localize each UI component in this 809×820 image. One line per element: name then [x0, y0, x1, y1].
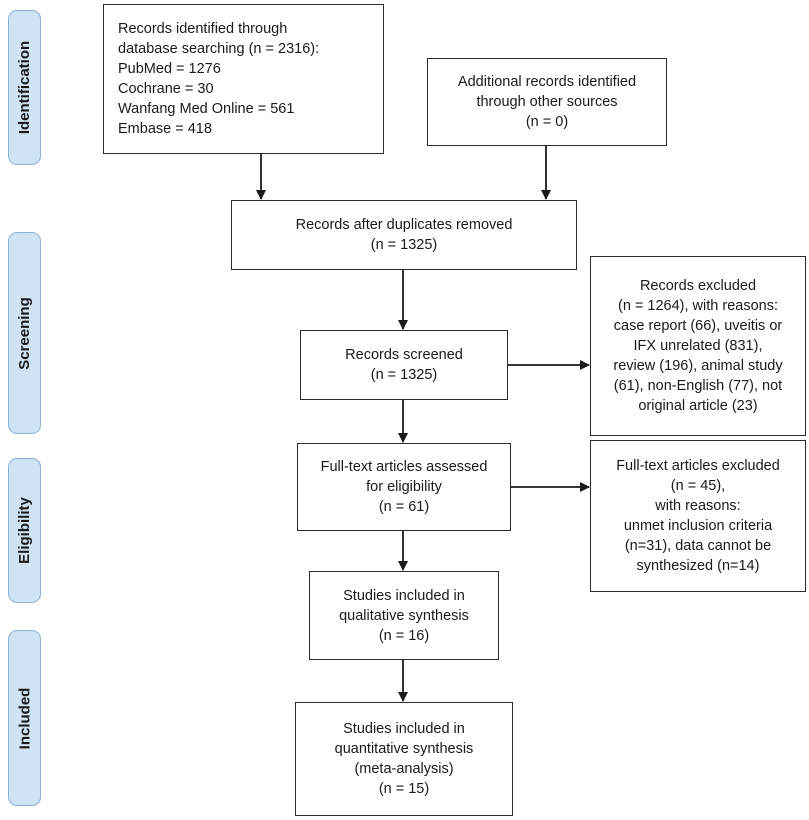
box-line: Records after duplicates removed	[295, 217, 513, 233]
database-search-box: Records identified through database sear…	[103, 4, 384, 154]
box-line: (n = 1264), with reasons:	[618, 298, 778, 314]
box-line: (n = 15)	[378, 781, 430, 797]
box-line: Additional records identified	[457, 74, 637, 90]
screened-box: Records screened (n = 1325)	[300, 330, 508, 400]
box-line: (61), non-English (77), not	[613, 378, 783, 394]
box-line: Cochrane = 30	[118, 81, 214, 97]
box-line: (n=31), data cannot be	[624, 538, 772, 554]
box-line: Full-text articles excluded	[616, 458, 780, 474]
phase-screening: Screening	[8, 232, 41, 434]
box-line: Embase = 418	[118, 121, 212, 137]
box-line: quantitative synthesis	[334, 741, 474, 757]
box-line: database searching (n = 2316):	[118, 41, 320, 57]
quantitative-synthesis-box: Studies included in quantitative synthes…	[295, 702, 513, 816]
full-text-assessed-box: Full-text articles assessed for eligibil…	[297, 443, 511, 531]
box-line: (meta-analysis)	[354, 761, 454, 777]
box-line: (n = 0)	[525, 114, 569, 130]
box-line: with reasons:	[655, 498, 741, 514]
box-line: IFX unrelated (831),	[633, 338, 763, 354]
box-line: Wanfang Med Online = 561	[118, 101, 295, 117]
box-line: qualitative synthesis	[339, 607, 469, 624]
box-line: case report (66), uveitis or	[613, 318, 783, 334]
box-line: through other sources	[476, 94, 618, 110]
full-text-excluded-box: Full-text articles excluded (n = 45), wi…	[590, 440, 806, 592]
box-line: PubMed = 1276	[118, 61, 221, 77]
box-line: (n = 61)	[378, 499, 430, 515]
box-line: (n = 1325)	[370, 367, 438, 383]
box-line: synthesized (n=14)	[636, 558, 760, 574]
box-line: for eligibility	[366, 479, 442, 495]
duplicates-removed-box: Records after duplicates removed (n = 13…	[231, 200, 577, 270]
excluded-records-box: Records excluded (n = 1264), with reason…	[590, 256, 806, 436]
box-line: Full-text articles assessed	[320, 459, 488, 475]
box-line: (n = 16)	[378, 627, 430, 644]
box-line: unmet inclusion criteria	[623, 518, 773, 534]
box-line: (n = 45),	[670, 478, 726, 494]
box-line: original article (23)	[638, 398, 758, 414]
box-line: Studies included in	[343, 587, 465, 604]
box-line: Records screened	[345, 347, 463, 363]
other-sources-box: Additional records identified through ot…	[427, 58, 667, 146]
qualitative-synthesis-box: Studies included in qualitative synthesi…	[309, 571, 499, 660]
box-line: Records excluded	[639, 278, 757, 294]
phase-included: Included	[8, 630, 41, 806]
box-line: Records identified through	[118, 21, 288, 37]
box-line: review (196), animal study	[613, 358, 783, 374]
phase-identification: Identification	[8, 10, 41, 165]
phase-eligibility: Eligibility	[8, 458, 41, 603]
box-line: Studies included in	[343, 721, 465, 737]
box-line: (n = 1325)	[370, 237, 438, 253]
